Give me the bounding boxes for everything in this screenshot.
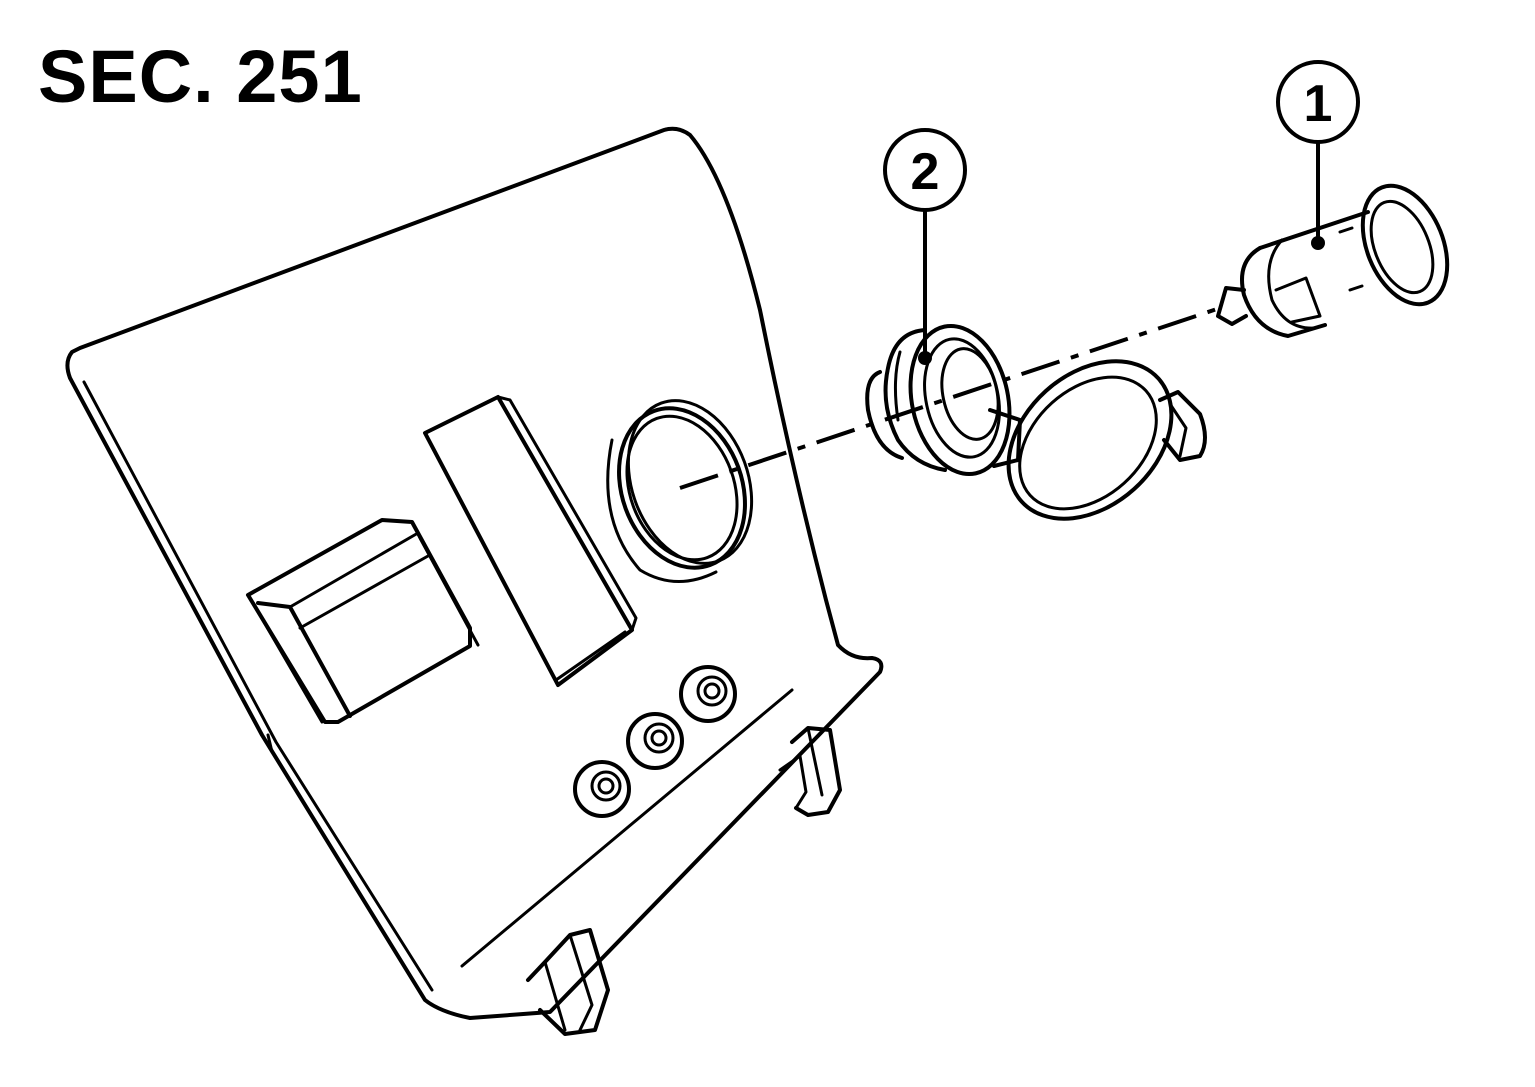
callout-1: 1 (1276, 60, 1360, 250)
socket-ring-with-cap (865, 323, 1207, 521)
switch-block (246, 518, 480, 724)
alignment-line (679, 306, 1221, 490)
callout-2-number: 2 (911, 143, 940, 201)
cigarette-lighter-socket (1216, 183, 1450, 338)
section-title: SEC. 251 (38, 35, 363, 118)
callout-2: 2 (883, 128, 967, 365)
switch-opening (423, 395, 638, 687)
callout-1-number: 1 (1304, 75, 1333, 133)
panel-lighter-hole (606, 399, 754, 583)
mounting-clips (526, 726, 842, 1036)
callout-2-leader-dot (918, 351, 932, 365)
callout-1-leader-dot (1311, 236, 1325, 250)
console-finisher-panel (65, 126, 884, 1036)
panel-knobs (573, 665, 737, 818)
